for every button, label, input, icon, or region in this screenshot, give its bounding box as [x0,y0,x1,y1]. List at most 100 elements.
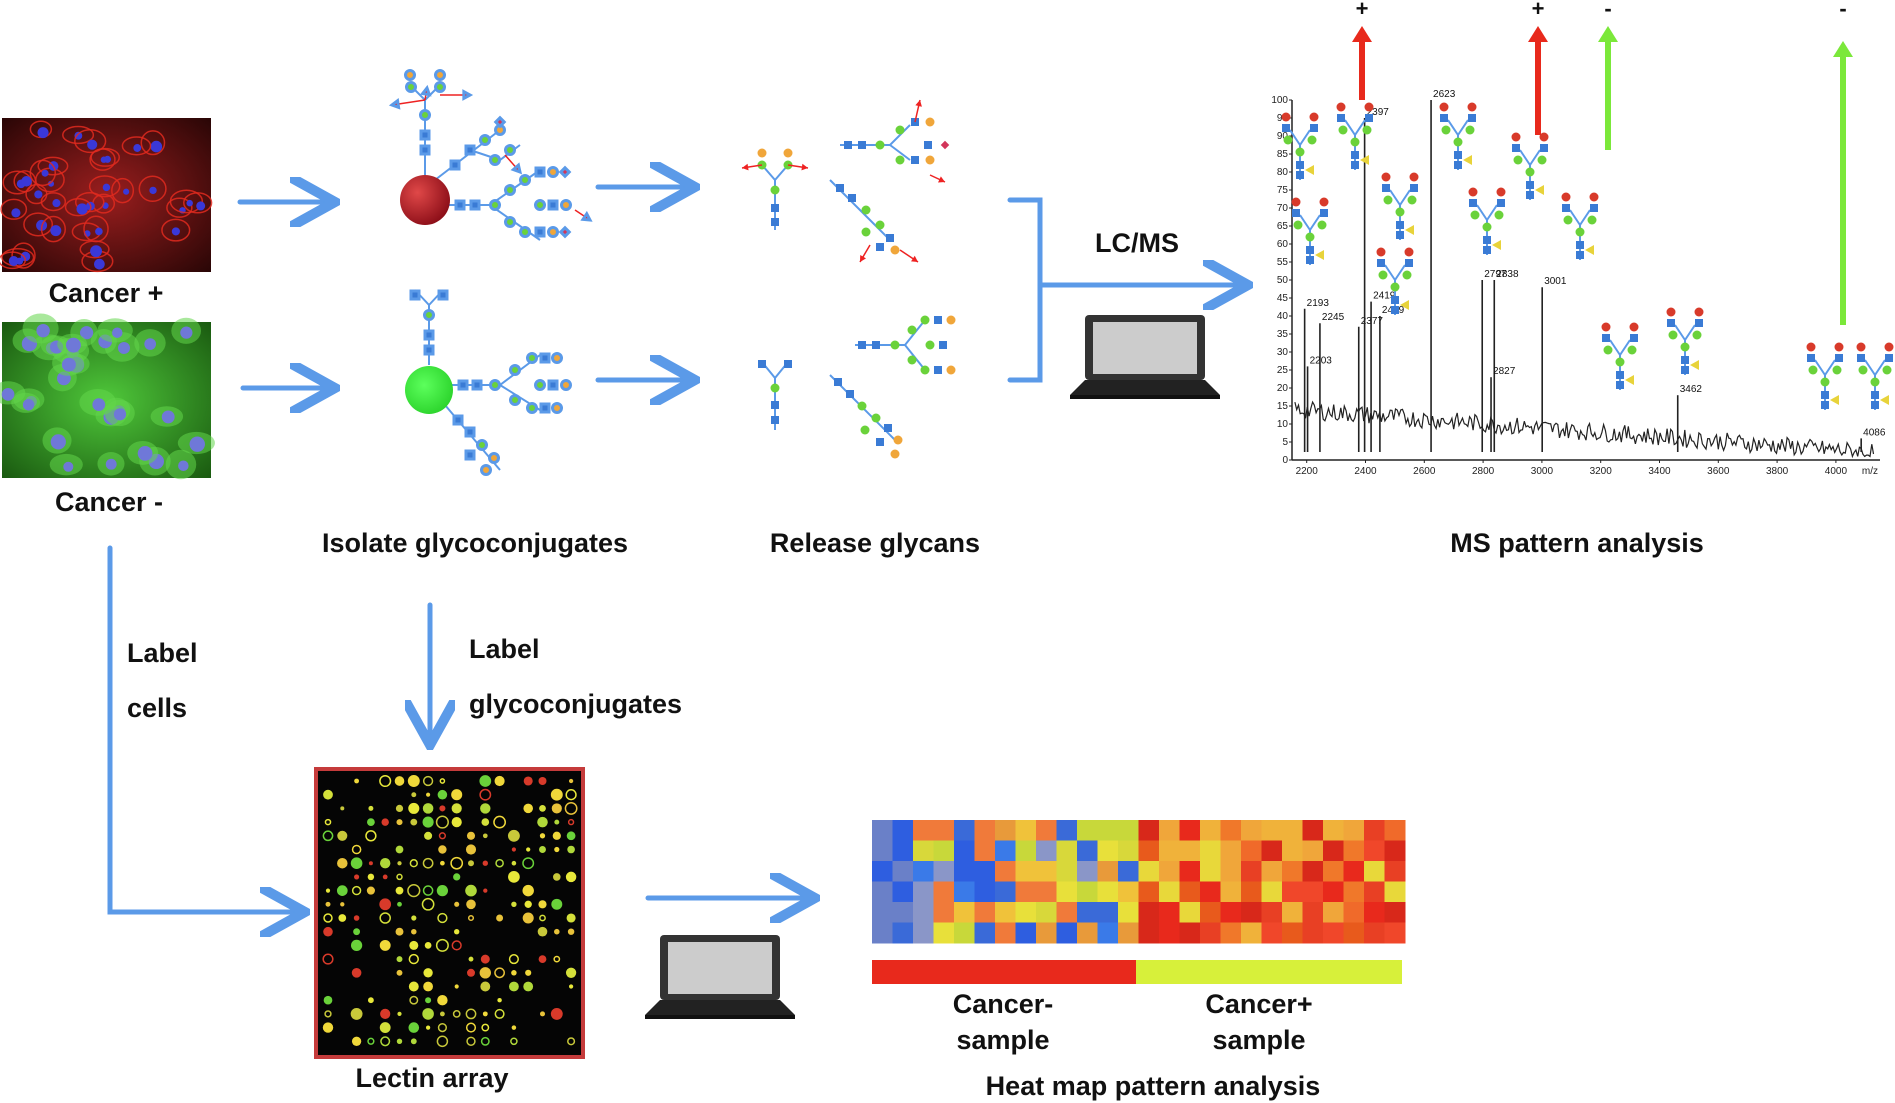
laptop-icon [645,935,795,1019]
array-spot [396,873,403,881]
glycan-link [1619,339,1631,356]
heat-cell [1015,820,1037,841]
array-spot [553,955,561,963]
heat-cell [1220,881,1242,903]
peak-label: 2419 [1373,291,1396,302]
peak-label: 2203 [1310,355,1333,366]
heat-cell [1138,881,1160,903]
array-spot [340,902,345,907]
arrow-red-head [580,210,593,222]
array-spot [409,995,419,1005]
glcnac-square [1396,221,1404,229]
cell-nucleus [52,199,61,208]
glycan-link [1824,359,1836,376]
y-tick-label: 15 [1277,401,1289,412]
array-spot [325,888,331,893]
label-glyco-line1: Label [469,634,540,664]
heat-cell [1241,861,1262,882]
heat-cell [1200,922,1221,944]
heat-cell [1241,902,1262,923]
heat-cell [1261,840,1283,862]
mannose-circle [920,315,930,325]
glcnac-square [876,243,884,251]
array-spot [337,857,348,869]
glcnac-square [1576,251,1584,259]
array-spot [422,803,434,814]
array-spot [539,846,546,853]
array-spot [550,1007,563,1020]
heat-cell [1118,861,1139,882]
heat-cell [954,840,975,862]
mannose-circle [875,140,885,150]
glcnac-square [858,141,866,149]
array-spot [351,967,362,978]
y-tick-label: 0 [1282,455,1288,466]
heat-cell [974,861,996,882]
mannose-circle [925,117,935,127]
array-spot [425,1025,431,1030]
mannose-circle [560,199,572,211]
glcnac-square [547,379,559,391]
cell-nucleus [144,338,157,350]
array-spot [408,953,419,965]
array-spot [451,803,462,814]
array-spot [553,873,561,881]
cancer-pos-sample-line2: sample [1212,1025,1306,1055]
array-spot [480,1036,490,1046]
heat-cell [1302,861,1324,882]
heat-cell [1138,840,1160,862]
cell-membrane [29,159,57,187]
heat-cell [995,902,1016,923]
fucose-triangle [1535,185,1544,195]
cell-nucleus [80,326,94,340]
glcnac-square [1667,319,1675,327]
sialic-diamond [558,165,572,179]
cell-nucleus [90,245,103,258]
array-spot [350,1007,363,1020]
mannose-circle [1692,330,1702,340]
mannose-circle [1601,322,1611,332]
mannose-circle [1281,112,1291,122]
cancer-pos-sample-line1: Cancer+ [1205,989,1313,1019]
heat-cell [1261,881,1283,903]
glcnac-square [1835,354,1843,362]
heat-cell [1015,902,1037,923]
heat-cell [1282,922,1303,944]
lectin-array-label: Lectin array [355,1063,509,1093]
array-spot [397,861,402,866]
cell-nucleus [21,176,32,187]
label-glyco-line2: glycoconjugates [469,689,683,719]
mannose-circle [551,352,563,364]
heat-cell [1220,840,1242,862]
array-spot [496,914,504,922]
cell-nucleus [112,327,123,338]
array-spot [397,1011,402,1017]
peak-label: 2245 [1322,312,1345,323]
array-spot [426,792,431,797]
heat-cell [1364,861,1385,882]
array-spot [409,940,419,950]
heat-cell [1015,840,1037,862]
glcnac-square [1681,366,1689,374]
array-spot [325,901,331,907]
heat-cell [995,861,1016,882]
glcnac-square [1483,236,1491,244]
array-spot [411,792,417,798]
x-tick-label: 2600 [1413,466,1436,477]
fucose-triangle [1625,375,1634,385]
fucose-triangle [1315,250,1324,260]
cell-membrane [11,242,36,269]
heat-cell [1384,902,1406,923]
mannose-circle [526,402,538,414]
array-spot [437,1023,447,1033]
array-spot [324,818,332,826]
glcnac-square [1310,124,1318,132]
array-spot [422,816,434,828]
peak-label: 2193 [1307,298,1330,309]
cell-nucleus [74,131,83,140]
array-spot [354,778,360,784]
heat-cell [1220,820,1242,841]
cell-membrane [121,136,152,156]
glycan-link [1309,214,1321,231]
y-tick-label: 85 [1277,149,1289,160]
